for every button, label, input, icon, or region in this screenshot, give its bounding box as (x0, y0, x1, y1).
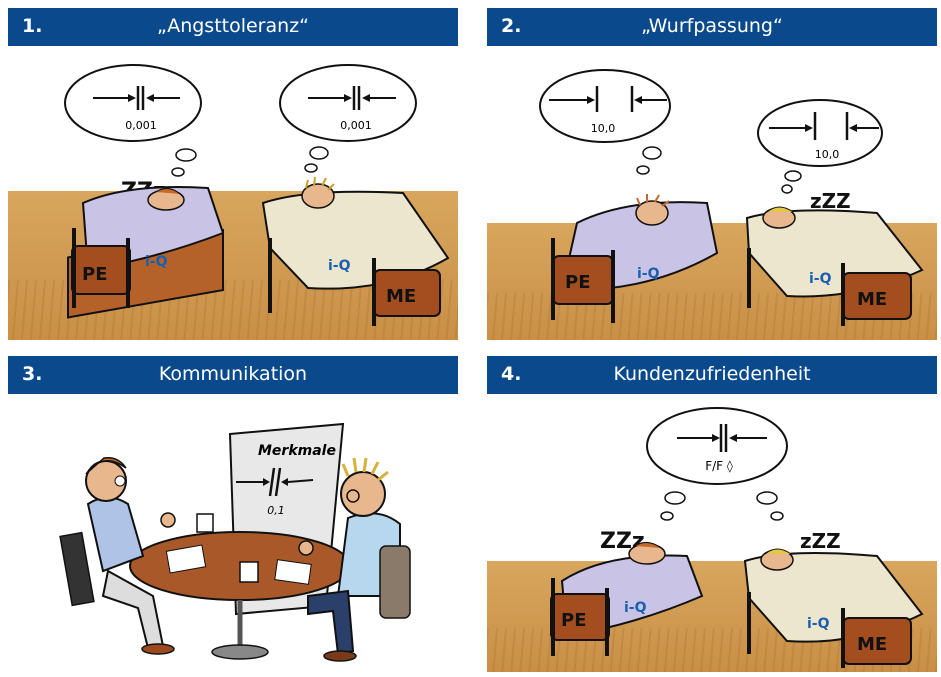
panel-header: 3. Kommunikation (8, 356, 458, 394)
panel-illustration: F/F ◊ ZZz zZZ PE i-Q ME i-Q (550, 407, 924, 668)
logo-iq: i-Q (807, 616, 830, 632)
logo-iq: i-Q (637, 266, 660, 282)
bed-pe: PE i-Q (550, 542, 704, 656)
panel-header: 1. „Angsttoleranz“ (8, 8, 458, 46)
thought-bubble-right: 0,001 (279, 64, 417, 173)
panel-illustration: 10,0 10,0 zZZ PE i-Q (539, 69, 924, 326)
thought-bubble-right: 10,0 (757, 99, 883, 194)
bed-pe: PE i-Q (67, 186, 225, 319)
snore-text-right: zZZ (800, 529, 841, 553)
panel-illustration: Merkmale 0,1 (59, 422, 411, 662)
board-value: 0,1 (267, 504, 285, 517)
tolerance-value-right: 0,001 (340, 119, 372, 132)
tolerance-value: F/F ◊ (705, 459, 733, 473)
panel-number: 2. (501, 15, 522, 37)
bed-label-me: ME (386, 286, 416, 307)
bed-label-me: ME (857, 634, 887, 655)
tolerance-value-left: 0,001 (125, 119, 157, 132)
bed-label-pe: PE (565, 272, 591, 293)
tolerance-value-right: 10,0 (815, 148, 840, 161)
panel-number: 3. (22, 363, 43, 385)
board-title: Merkmale (258, 443, 336, 459)
thought-bubble-left: 0,001 (64, 64, 202, 177)
logo-iq: i-Q (328, 258, 351, 274)
panel-header: 2. „Wurfpassung“ (487, 8, 937, 46)
panel-wurfpassung: 2. „Wurfpassung“ 10,0 10,0 zZZ (487, 8, 937, 340)
bed-label-pe: PE (82, 264, 108, 285)
panel-title: „Angsttoleranz“ (157, 15, 309, 37)
panel-kommunikation: 3. Kommunikation Merkmale 0,1 (8, 356, 458, 672)
snore-text: zZZ (810, 189, 851, 213)
panel-illustration: 0,001 0,001 ZZz PE i-Q (64, 64, 450, 326)
panel-number: 1. (22, 15, 43, 37)
thought-bubble: F/F ◊ (646, 407, 788, 521)
tolerance-value-left: 10,0 (591, 122, 616, 135)
panel-title: Kundenzufriedenheit (613, 363, 811, 385)
person-right (298, 457, 411, 662)
bed-me: ME i-Q (745, 206, 924, 326)
bed-me: ME i-Q (261, 176, 450, 326)
logo-iq: i-Q (624, 600, 647, 616)
panel-kundenzufriedenheit: 4. Kundenzufriedenheit F/F ◊ ZZz zZZ PE … (487, 356, 937, 672)
logo-iq: i-Q (809, 271, 832, 287)
panel-title: Kommunikation (158, 363, 308, 385)
bed-me: ME i-Q (743, 548, 924, 668)
panel-number: 4. (501, 363, 522, 385)
bed-pe: PE i-Q (551, 194, 719, 323)
panel-header: 4. Kundenzufriedenheit (487, 356, 937, 394)
logo-iq: i-Q (145, 254, 168, 270)
panel-title: „Wurfpassung“ (641, 15, 783, 37)
bed-label-pe: PE (561, 610, 587, 631)
bed-label-me: ME (857, 289, 887, 310)
thought-bubble-left: 10,0 (539, 69, 671, 175)
panel-angsttoleranz: 1. „Angsttoleranz“ 0,001 0,001 ZZz (8, 8, 458, 340)
person-left (59, 456, 176, 655)
